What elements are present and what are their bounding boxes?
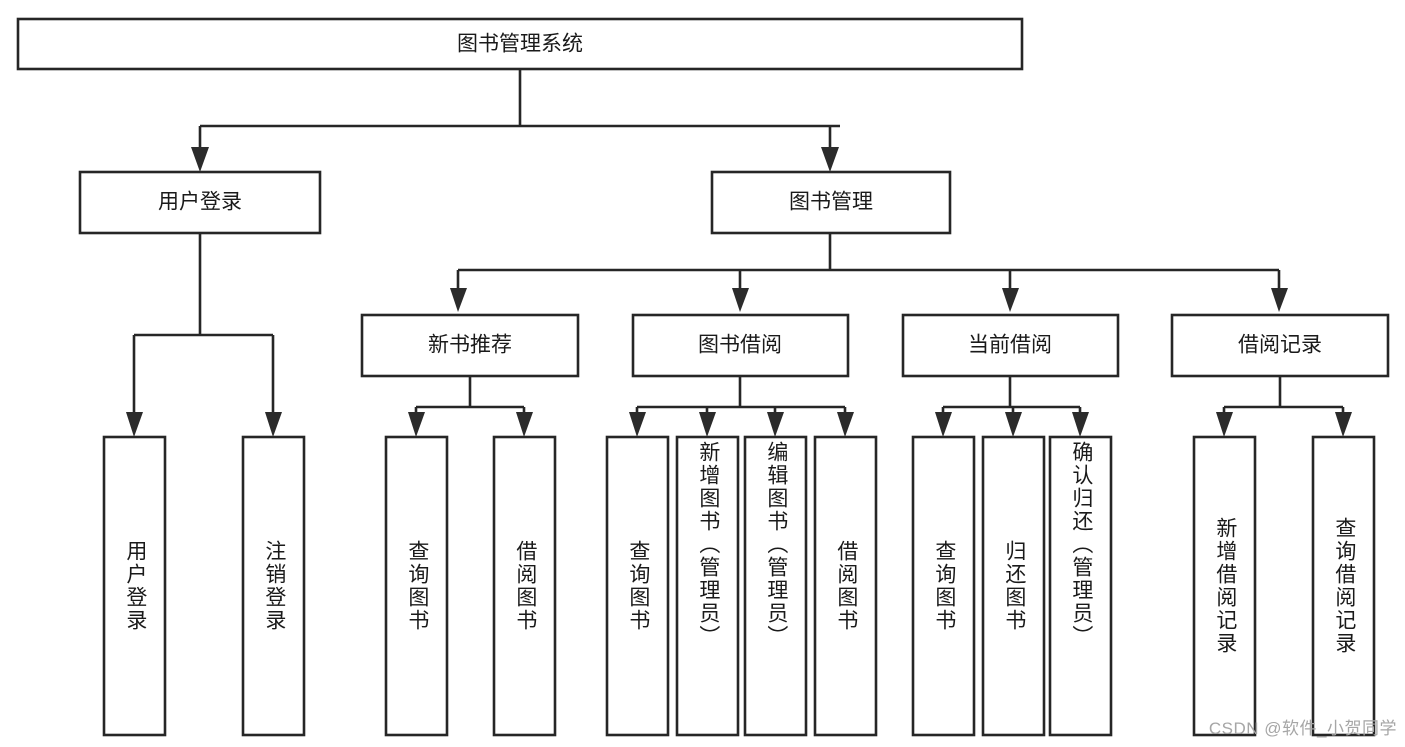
arrowhead-leaf-edit-book <box>767 412 784 437</box>
node-root-rect[interactable] <box>16 17 1024 71</box>
connector-bookmgmt-to-level3 <box>450 233 1288 312</box>
node-root[interactable]: 图书管理系统 <box>16 17 1024 71</box>
connector-currentborrow-to-leaves <box>935 376 1089 437</box>
connector-borrowrecord-to-leaves <box>1216 376 1352 437</box>
connector-userlogin-to-leaves <box>126 233 282 437</box>
node-current-borrow-label: 当前借阅 <box>968 334 1052 357</box>
leaf-query-record-rect[interactable] <box>1311 435 1376 737</box>
node-current-borrow-rect[interactable] <box>901 313 1120 378</box>
arrowhead-leaf-query-book-1 <box>408 412 425 437</box>
arrowhead-leaf-borrow-book-1 <box>516 412 533 437</box>
leaf-add-record-rect[interactable] <box>1192 435 1257 737</box>
leaf-borrow-book-1-rect[interactable] <box>492 435 557 737</box>
arrowhead-leaf-return-book <box>1005 412 1022 437</box>
node-book-management[interactable]: 图书管理 <box>710 170 952 235</box>
arrowhead-leaf-logout <box>265 412 282 437</box>
arrowhead-new-book <box>450 288 467 312</box>
node-current-borrow[interactable]: 当前借阅 <box>901 313 1120 378</box>
node-user-login-label: 用户登录 <box>158 191 242 214</box>
leaf-edit-book-rect[interactable] <box>743 435 808 737</box>
arrowhead-book-management <box>821 147 839 172</box>
leaf-logout-rect[interactable] <box>241 435 306 737</box>
leaf-add-book-rect[interactable] <box>675 435 740 737</box>
arrowhead-leaf-borrow-book-2 <box>837 412 854 437</box>
arrowhead-leaf-add-book <box>699 412 716 437</box>
node-borrow-record-label: 借阅记录 <box>1238 334 1322 357</box>
arrowhead-leaf-query-record <box>1335 412 1352 437</box>
node-root-label: 图书管理系统 <box>457 33 583 56</box>
node-book-management-rect[interactable] <box>710 170 952 235</box>
arrowhead-leaf-confirm-return <box>1072 412 1089 437</box>
leaf-user-login-rect[interactable] <box>102 435 167 737</box>
node-new-book-recommend-rect[interactable] <box>360 313 580 378</box>
node-borrow-record[interactable]: 借阅记录 <box>1170 313 1390 378</box>
arrowhead-user-login <box>191 147 209 172</box>
node-book-borrow[interactable]: 图书借阅 <box>631 313 850 378</box>
node-borrow-record-rect[interactable] <box>1170 313 1390 378</box>
connector-bookborrow-to-leaves <box>629 376 854 437</box>
leaf-confirm-return-rect[interactable] <box>1048 435 1113 737</box>
connector-root-to-level2 <box>191 69 840 172</box>
arrowhead-borrow-record <box>1271 288 1288 312</box>
node-user-login[interactable]: 用户登录 <box>78 170 322 235</box>
arrowhead-current-borrow <box>1002 288 1019 312</box>
arrowhead-book-borrow <box>732 288 749 312</box>
arrowhead-leaf-user-login <box>126 412 143 437</box>
watermark: CSDN @软件_小贺同学 <box>1208 719 1397 738</box>
leaf-borrow-book-2-rect[interactable] <box>813 435 878 737</box>
node-new-book-recommend-label: 新书推荐 <box>428 334 512 357</box>
leaf-return-book-rect[interactable] <box>981 435 1046 737</box>
node-new-book-recommend[interactable]: 新书推荐 <box>360 313 580 378</box>
arrowhead-leaf-add-record <box>1216 412 1233 437</box>
node-user-login-rect[interactable] <box>78 170 322 235</box>
arrowhead-leaf-query-book-2 <box>629 412 646 437</box>
leaf-query-book-1-rect[interactable] <box>384 435 449 737</box>
node-book-management-label: 图书管理 <box>789 191 873 214</box>
leaf-query-book-3-rect[interactable] <box>911 435 976 737</box>
node-book-borrow-rect[interactable] <box>631 313 850 378</box>
leaf-query-book-2-rect[interactable] <box>605 435 670 737</box>
connector-newbook-to-leaves <box>408 376 533 437</box>
arrowhead-leaf-query-book-3 <box>935 412 952 437</box>
node-book-borrow-label: 图书借阅 <box>698 334 782 357</box>
